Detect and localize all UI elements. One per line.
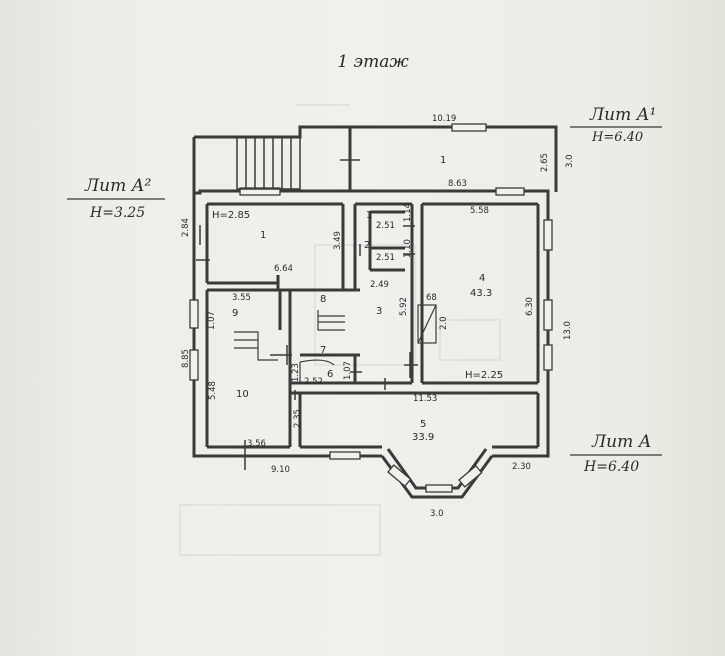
room-3: 3 — [376, 306, 382, 317]
dim-r1-width: 6.64 — [274, 264, 293, 274]
room-7: 7 — [320, 345, 326, 356]
dim-r4-right: 13.0 — [563, 321, 573, 340]
dim-left-total: 8.85 — [181, 349, 191, 368]
dim-stair-68: 68 — [426, 293, 437, 303]
dim-r9-width: 3.55 — [232, 293, 251, 303]
dim-r3-depth: 5.92 — [399, 297, 409, 316]
ghost-lines — [179, 104, 501, 556]
room-1-small: 1 — [366, 210, 372, 221]
dim-r6-width: 2.52 — [304, 377, 323, 387]
dim-r10-depth: 5.48 — [208, 381, 218, 400]
dim-top-right-depth: 2.65 — [540, 153, 550, 172]
dim-r1-depth: 3.49 — [333, 231, 343, 250]
exterior-stairs — [236, 136, 301, 190]
dim-corr-251a: 2.51 — [376, 221, 395, 231]
dim-r3-width: 2.49 — [370, 280, 389, 290]
dim-mid-width: 8.63 — [448, 179, 467, 189]
dim-r6-depth: 1.07 — [343, 361, 353, 380]
dim-r10-width: 3.56 — [247, 439, 266, 449]
lit-a1-height: Н=6.40 — [591, 130, 643, 145]
dim-r4-top: 5.58 — [470, 206, 489, 216]
dim-bottom-right: 2.30 — [512, 462, 531, 472]
dim-stair-20: 2.0 — [439, 316, 449, 330]
interior-stairs — [234, 304, 437, 382]
windows — [189, 123, 553, 493]
lit-a-height: Н=6.40 — [583, 459, 639, 475]
room-4-area: 43.3 — [470, 288, 492, 299]
floor-title: 1 этаж — [337, 52, 409, 72]
door-marks — [196, 150, 418, 470]
lit-a-label: Лит А — [591, 432, 652, 452]
room-6: 6 — [327, 369, 333, 380]
lit-a2-label: Лит А² — [84, 176, 152, 196]
room-8: 8 — [320, 294, 326, 305]
dim-r6-small: 1.23 — [291, 363, 301, 382]
dim-left-depth: 2.84 — [181, 218, 191, 237]
room-5: 5 — [420, 419, 426, 430]
dimension-labels: 10.19 2.65 3.0 8.63 2.84 6.64 3.49 2.51 … — [181, 114, 575, 519]
lit-a2-height: Н=3.25 — [89, 205, 145, 221]
room-4-height: Н=2.25 — [465, 370, 503, 381]
room-1-left-height: Н=2.85 — [212, 210, 250, 221]
dim-r5-width: 11.53 — [413, 394, 437, 404]
walls — [192, 125, 558, 499]
lit-a1-label: Лит А¹ — [589, 105, 656, 125]
room-2: 2 — [364, 240, 370, 251]
dim-r9-depth: 1.07 — [207, 311, 217, 330]
room-9: 9 — [232, 308, 238, 319]
room-1-top: 1 — [440, 155, 446, 166]
dim-r4-depth: 6.30 — [525, 297, 535, 316]
lit-underlines — [67, 126, 662, 456]
dim-bay: 3.0 — [430, 509, 444, 519]
room-10: 10 — [236, 389, 249, 400]
dim-bottom-left: 9.10 — [271, 465, 290, 475]
room-1-left: 1 — [260, 230, 266, 241]
room-5-area: 33.9 — [412, 432, 434, 443]
room-labels: 1 1 Н=2.85 1 2 3 4 43.3 Н=2.25 5 33.9 6 … — [212, 155, 503, 443]
room-4: 4 — [479, 273, 485, 284]
dim-top-width: 10.19 — [432, 114, 456, 124]
dim-corr-110: 1.10 — [403, 239, 413, 258]
dim-top-right-outer: 3.0 — [565, 154, 575, 168]
dim-r5-depth: 2.35 — [293, 409, 303, 428]
dim-corr-251b: 2.51 — [376, 253, 395, 263]
dim-corr-114: 1.14 — [403, 203, 413, 222]
